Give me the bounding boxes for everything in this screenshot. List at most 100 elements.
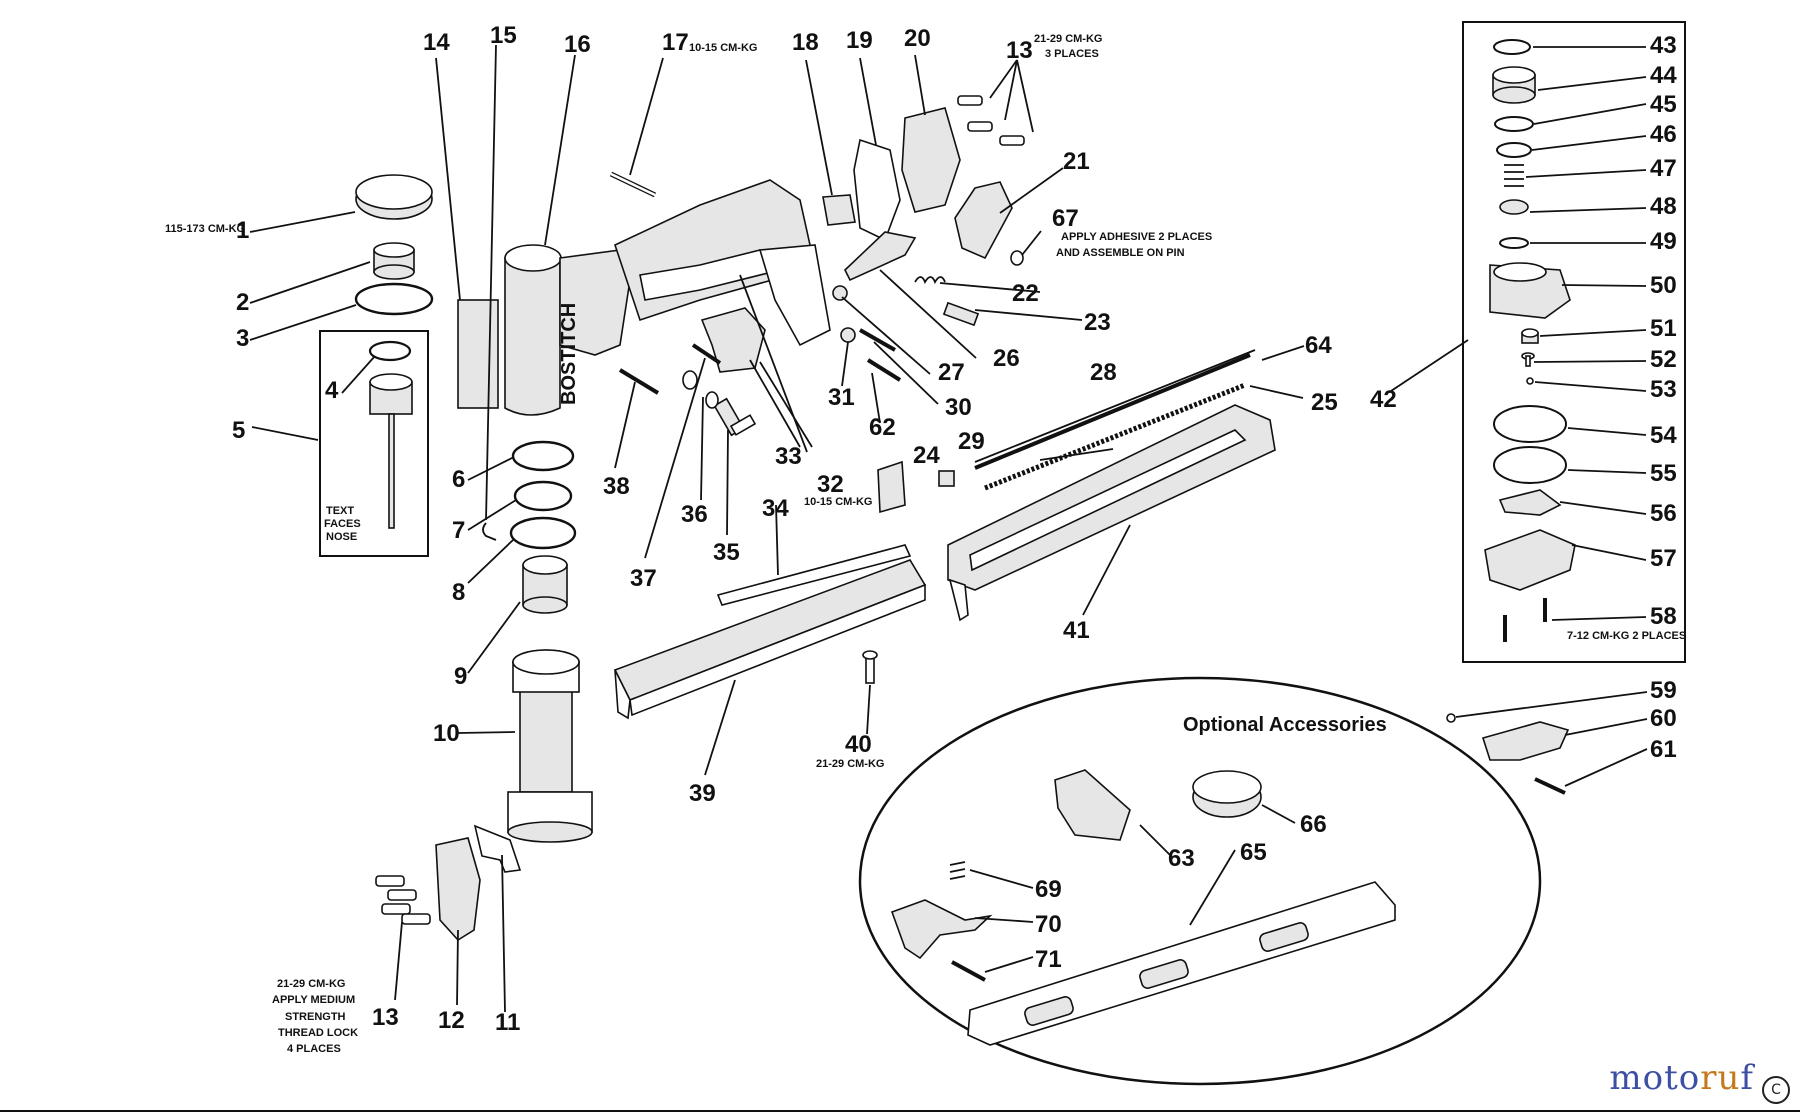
part-69-spring [949,861,966,880]
label-71: 71 [1035,946,1062,973]
copyright-icon: C [1762,1076,1790,1104]
label-2: 2 [236,289,249,316]
label-60: 60 [1650,705,1677,732]
label-59: 59 [1650,677,1677,704]
part-8-o-ring [509,516,577,550]
label-46: 46 [1650,121,1677,148]
label-27: 27 [938,359,965,386]
label-16: 16 [564,31,591,58]
note-part-32: 10-15 CM-KG [804,496,872,508]
note-part-17: 10-15 CM-KG [689,42,757,54]
label-49: 49 [1650,228,1677,255]
part-49-o-ring [1499,237,1529,249]
part-66-cap [1192,770,1262,818]
label-24: 24 [913,442,940,469]
label-34: 34 [762,495,789,522]
part-3-o-ring [354,282,434,316]
label-1: 1 [236,217,249,244]
note-part-13-a: 21-29 CM-KG [1034,33,1102,45]
part-25-spring [984,382,1246,491]
note-part-67-a: APPLY ADHESIVE 2 PLACES [1061,231,1212,243]
part-15-clip [482,522,497,541]
label-56: 56 [1650,500,1677,527]
optional-accessories-title: Optional Accessories [1183,714,1387,736]
part-22-spring [914,276,946,285]
label-38: 38 [603,473,630,500]
label-41: 41 [1063,617,1090,644]
part-9-head-valve [522,555,568,614]
label-32: 32 [817,471,844,498]
part-36-washer-b [705,391,719,409]
label-63: 63 [1168,845,1195,872]
label-42: 42 [1370,386,1397,413]
label-66: 66 [1300,811,1327,838]
part-63-bracket [1054,769,1131,841]
part-13-bolts-lower [375,875,431,925]
part-38-pin [618,368,660,395]
label-61: 61 [1650,736,1677,763]
label-17: 17 [662,29,689,56]
label-29: 29 [958,428,985,455]
label-31: 31 [828,384,855,411]
label-44: 44 [1650,62,1677,89]
part-5-box [319,330,429,557]
part-2-cylinder [373,242,415,280]
part-41-track [947,404,1276,622]
label-51: 51 [1650,315,1677,342]
part-23-sleeve [942,301,980,327]
part-21-lever [954,181,1013,260]
part-45-o-ring [1494,116,1534,132]
part-65-slot-a [1024,996,1074,1026]
note-text-faces-2: FACES [324,518,361,530]
label-4: 4 [325,377,339,404]
site-watermark[interactable]: motoruf [1609,1058,1754,1098]
label-36: 36 [681,501,708,528]
part-64-rod [974,349,1256,463]
part-29-cube [938,470,955,487]
label-13-upper: 13 [1006,37,1033,64]
label-15: 15 [490,22,517,49]
label-52: 52 [1650,346,1677,373]
part-34-strip [716,544,912,606]
part-12-plate [435,837,481,942]
note-thread-1: 21-29 CM-KG [277,978,345,990]
note-part-40: 21-29 CM-KG [816,758,884,770]
note-part-13-b: 3 PLACES [1045,48,1099,60]
label-47: 47 [1650,155,1677,182]
label-13-lower: 13 [372,1004,399,1031]
note-text-faces-3: NOSE [326,531,357,543]
note-thread-3: STRENGTH [285,1011,346,1023]
part-19-gasket [853,138,901,242]
part-52-screw [1521,352,1535,367]
label-6: 6 [452,466,465,493]
label-64: 64 [1305,332,1332,359]
label-5: 5 [232,417,245,444]
label-54: 54 [1650,422,1677,449]
part-44-cap [1492,66,1536,104]
note-thread-4: THREAD LOCK [278,1027,358,1039]
label-10: 10 [433,720,460,747]
part-27-nut [832,285,848,301]
label-43: 43 [1650,32,1677,59]
part-1-cap [355,174,433,220]
label-25: 25 [1311,389,1338,416]
label-11: 11 [495,1009,520,1036]
label-30: 30 [945,394,972,421]
part-55-o-ring [1493,446,1567,484]
part-26-trigger [844,231,917,282]
label-22: 22 [1012,280,1039,307]
label-65: 65 [1240,839,1267,866]
label-26: 26 [993,345,1020,372]
part-14-label-plate [457,299,499,409]
label-23: 23 [1084,309,1111,336]
part-20-cap [901,107,961,213]
label-58: 58 [1650,603,1677,630]
label-3: 3 [236,325,249,352]
part-48-seat [1499,199,1529,215]
label-19: 19 [846,27,873,54]
label-53: 53 [1650,376,1677,403]
part-13-bolts-upper [957,95,1025,146]
label-12: 12 [438,1007,465,1034]
part-60-latch [1481,721,1570,761]
